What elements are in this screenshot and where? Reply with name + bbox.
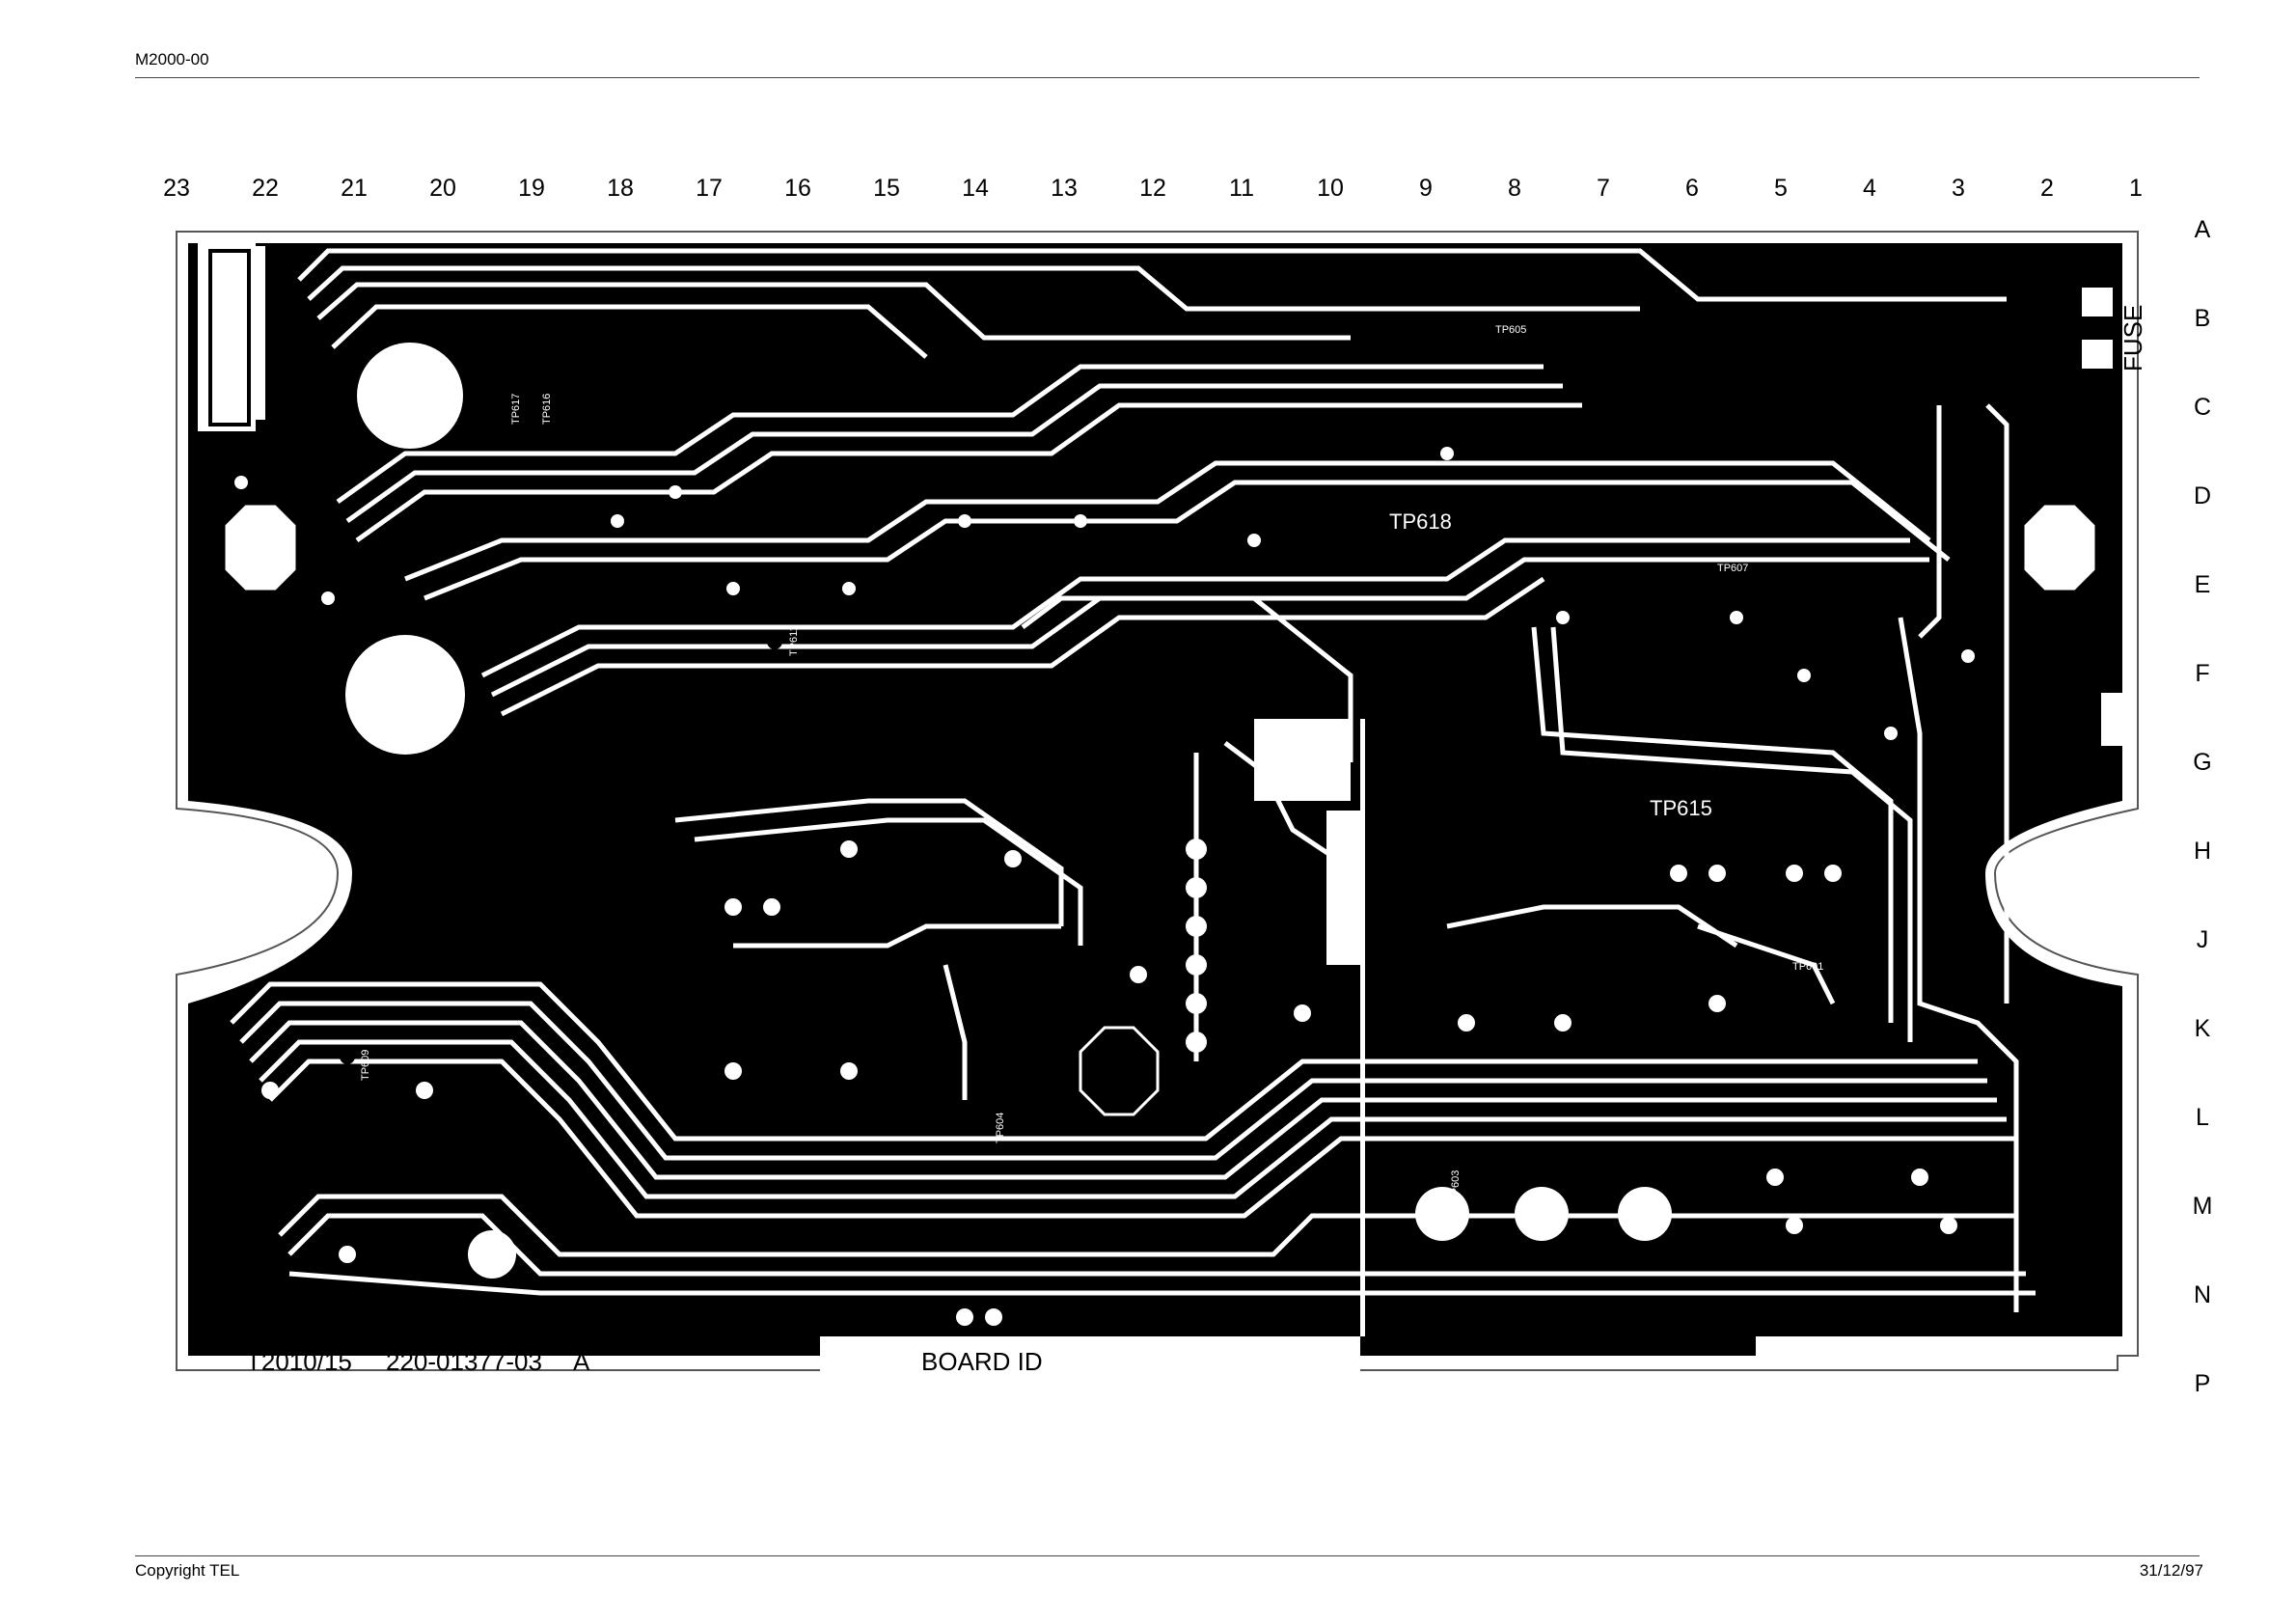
column-label: 13 (1051, 175, 1078, 202)
column-label: 4 (1863, 175, 1876, 202)
row-label: H (2194, 838, 2211, 865)
row-label: C (2194, 394, 2211, 421)
column-label: 18 (607, 175, 634, 202)
column-label: 19 (518, 175, 545, 202)
test-point-label: TP618 (1389, 509, 1452, 534)
column-label: 11 (1229, 175, 1254, 202)
row-label: M (2193, 1193, 2213, 1220)
test-point-label: TP616 (541, 394, 553, 425)
column-label: 5 (1774, 175, 1788, 202)
row-label: F (2195, 660, 2209, 687)
test-point-label: TP603 (1450, 1170, 1462, 1201)
board-part-code: T2010/15 (246, 1347, 352, 1376)
test-point-label: TP607 (1717, 563, 1748, 574)
test-point-label: TP601 (1792, 961, 1823, 973)
column-label: 12 (1139, 175, 1166, 202)
column-label: 1 (2129, 175, 2143, 202)
test-point-label: TP617 (510, 394, 522, 425)
row-label: N (2194, 1281, 2211, 1308)
row-label: B (2195, 305, 2211, 332)
row-label: J (2197, 926, 2209, 953)
column-label: 8 (1508, 175, 1521, 202)
column-label: 9 (1419, 175, 1433, 202)
test-point-label: TP609 (360, 1050, 371, 1081)
board-id-area (820, 1339, 1360, 1378)
row-label: E (2195, 571, 2211, 598)
board-revision: A (573, 1347, 590, 1376)
row-label: K (2195, 1015, 2211, 1042)
copper-pour (188, 243, 2122, 1356)
column-grid-labels: 23 22 21 20 19 18 17 16 15 14 13 12 11 1… (163, 175, 2143, 202)
column-label: 16 (784, 175, 811, 202)
fuse-label: FUSE (2118, 305, 2147, 371)
row-label: G (2193, 749, 2211, 776)
test-point-label: TP615 (1650, 796, 1712, 820)
row-label: L (2196, 1104, 2209, 1131)
column-label: 22 (252, 175, 279, 202)
row-label: P (2195, 1370, 2211, 1397)
test-point-label: TP604 (995, 1113, 1006, 1143)
column-label: 21 (341, 175, 368, 202)
board-id-label: BOARD ID (921, 1347, 1043, 1376)
column-label: 6 (1685, 175, 1699, 202)
column-label: 2 (2040, 175, 2054, 202)
row-label: A (2195, 216, 2211, 243)
column-label: 15 (873, 175, 900, 202)
row-label: D (2194, 482, 2211, 509)
test-point-label: TP611 (788, 625, 800, 656)
column-label: 17 (696, 175, 723, 202)
column-label: 7 (1597, 175, 1610, 202)
column-label: 14 (962, 175, 989, 202)
row-grid-labels: A B C D E F G H J K L M N P (2193, 216, 2213, 1397)
column-label: 23 (163, 175, 190, 202)
column-label: 3 (1952, 175, 1965, 202)
column-label: 20 (429, 175, 456, 202)
test-point-label: TP605 (1495, 324, 1526, 336)
column-label: 10 (1317, 175, 1344, 202)
board-number: 220-01377-03 (386, 1347, 542, 1376)
